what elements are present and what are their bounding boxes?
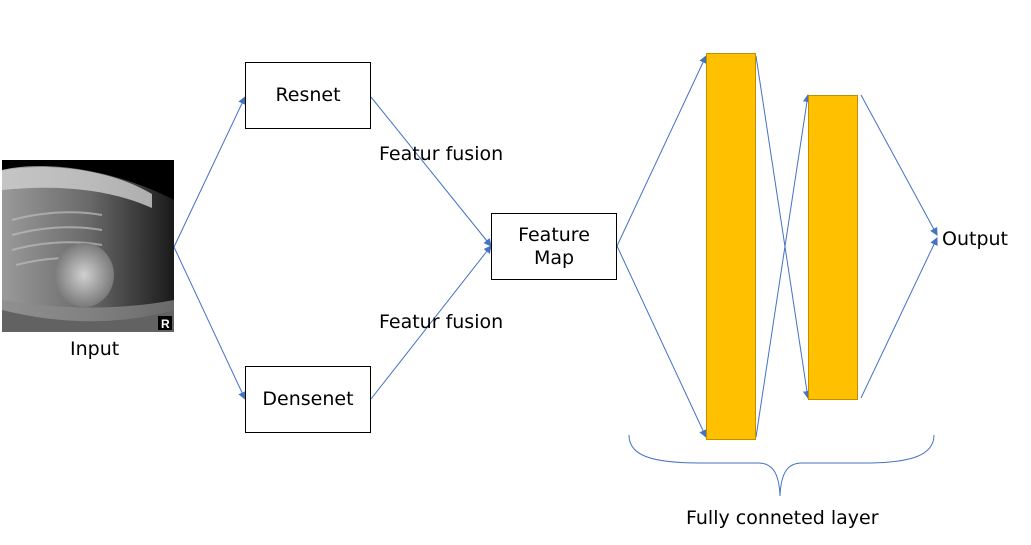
feature-map-line1: Feature	[518, 223, 590, 246]
arrow-input-to-resnet	[173, 96, 246, 248]
input-label: Input	[70, 338, 120, 360]
arrow-feature-map-to-bar1-bottom	[616, 245, 707, 438]
feature-map-box: Feature Map	[491, 213, 617, 280]
arrow-densenet-to-feature-map	[370, 245, 492, 400]
densenet-box: Densenet	[245, 366, 371, 433]
arrow-resnet-to-feature-map	[370, 96, 492, 247]
fc-layer-1	[706, 53, 756, 440]
densenet-label: Densenet	[262, 388, 354, 410]
arrow-bar2-bottom-to-output	[860, 237, 938, 399]
arrow-bar1-top-to-bar2-bottom	[755, 55, 811, 399]
output-label: Output	[942, 228, 1008, 250]
arrow-input-to-densenet	[173, 246, 246, 400]
xray-badge: R	[161, 317, 170, 331]
feature-map-line2: Map	[533, 246, 575, 269]
arrow-bar1-bottom-to-bar2-top	[755, 94, 811, 438]
chest-xray-image: R	[2, 160, 174, 332]
fc-label: Fully conneted layer	[686, 507, 879, 529]
resnet-label: Resnet	[275, 84, 341, 106]
resnet-box: Resnet	[245, 62, 371, 129]
arrow-bar2-top-to-output	[860, 94, 938, 236]
fc-brace	[628, 434, 935, 497]
fusion-label-bottom: Featur fusion	[379, 311, 504, 333]
arrow-feature-map-to-bar1-top	[616, 55, 707, 247]
fc-layer-2	[808, 95, 858, 400]
fusion-label-top: Featur fusion	[379, 143, 504, 165]
